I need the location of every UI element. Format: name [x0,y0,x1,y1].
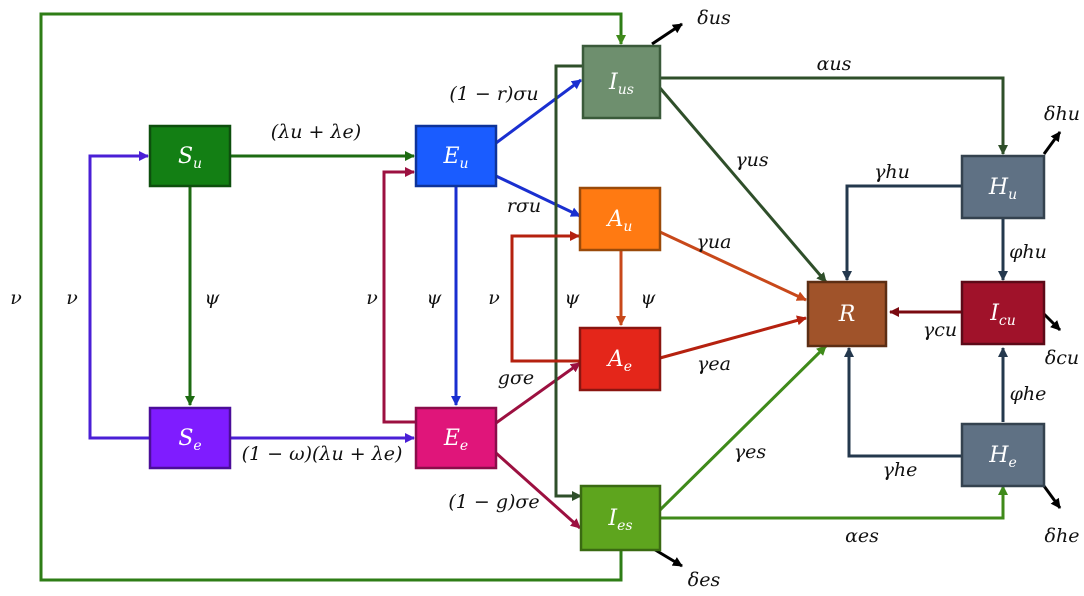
edge-ee-ies [495,451,581,530]
node-ae: Ae [578,326,662,392]
node-label-he: He [988,443,1016,471]
node-box-ies [579,484,662,552]
label-gamma-he: γhe [883,459,918,481]
edge-hu-r [842,184,962,281]
label-phi-he: φhe [1010,383,1047,405]
label-nu-s: ν [66,287,78,309]
edge-ee-ae [495,361,581,425]
label-nu-outer: ν [10,287,22,309]
node-eu: Eu [414,124,498,188]
node-icu: Icu [960,280,1046,346]
label-gamma-ea: γea [697,353,731,375]
label-alpha-es: αes [845,525,879,547]
node-se: Se [148,406,232,470]
node-label-ius: Ius [608,70,634,98]
node-su: Su [148,124,232,188]
edge-he-r [844,347,962,458]
node-au: Au [578,186,662,252]
label-gamma-cu: γcu [923,319,957,341]
label-delta-cu: δcu [1045,347,1079,369]
node-label-ies: Ies [607,506,632,534]
node-label-au: Au [606,207,633,235]
label-delta-he: δhe [1045,525,1080,547]
node-ies: Ies [579,484,662,552]
edge-eu-ius [495,78,582,145]
label-gamma-us: γus [735,149,769,171]
node-box-ee [414,406,498,470]
label-psi-s: ψ [205,287,221,309]
node-r: R [806,280,888,348]
label-delta-es: δes [688,569,721,591]
edge-ies-he [660,485,1008,520]
node-label-r: R [838,302,856,327]
node-label-icu: Icu [989,301,1016,329]
edge-ae-au-nu [510,231,581,363]
label-gamma-hu: γhu [874,161,910,183]
node-hu: Hu [960,154,1046,220]
node-label-ee: Ee [443,426,468,454]
node-box-hu [960,154,1046,220]
node-label-eu: Eu [442,144,468,172]
label-delta-hu: δhu [1044,103,1080,125]
label-one-minus-omega: (1 − ω)(λu + λe) [242,443,403,465]
edge-nu-outer [39,12,626,582]
edge-eu-au [495,174,581,218]
label-psi-e: ψ [427,287,443,309]
label-phi-hu: φhu [1009,241,1047,263]
node-label-ae: Ae [606,347,632,375]
node-box-icu [960,280,1046,346]
node-box-ae [578,326,662,392]
edge-ius-hu [660,76,1008,155]
label-g-sigma: gσe [498,367,534,389]
label-lambda: (λu + λe) [271,121,361,143]
label-nu-a: ν [488,287,500,309]
node-box-ius [581,44,662,120]
node-label-su: Su [178,144,202,172]
label-alpha-us: αus [817,53,852,75]
node-label-hu: Hu [988,175,1017,203]
label-one-minus-g: (1 − g)σe [448,491,539,513]
node-ee: Ee [414,406,498,470]
label-delta-us: δus [697,7,731,29]
edge-death-he [1042,485,1062,509]
node-box-su [148,124,232,188]
edge-death-hu [1042,131,1062,155]
edge-ius-r [658,87,828,283]
node-ius: Ius [581,44,662,120]
node-label-se: Se [178,426,201,454]
label-gamma-ua: γua [697,231,732,253]
edge-death-ius [651,22,683,46]
label-psi-a: ψ [641,287,657,309]
edge-au-r [659,230,807,302]
label-r-sigma: rσu [507,195,541,217]
label-nu-e: ν [366,287,378,309]
node-box-se [148,406,232,470]
node-box-au [578,186,662,252]
node-box-he [960,422,1046,488]
node-box-r [806,280,888,348]
label-psi-i: ψ [565,287,581,309]
label-one-minus-r: (1 − r)σu [449,83,538,105]
edge-se-su-nu [88,151,150,440]
edge-ies-r [658,344,828,512]
edge-death-icu [1042,312,1062,332]
edge-ius-ies-psi [554,64,583,501]
edge-ee-eu-nu [382,167,416,424]
label-gamma-es: γes [734,441,767,463]
edge-ae-r [659,315,807,360]
node-he: He [960,422,1046,488]
node-box-eu [414,124,498,188]
